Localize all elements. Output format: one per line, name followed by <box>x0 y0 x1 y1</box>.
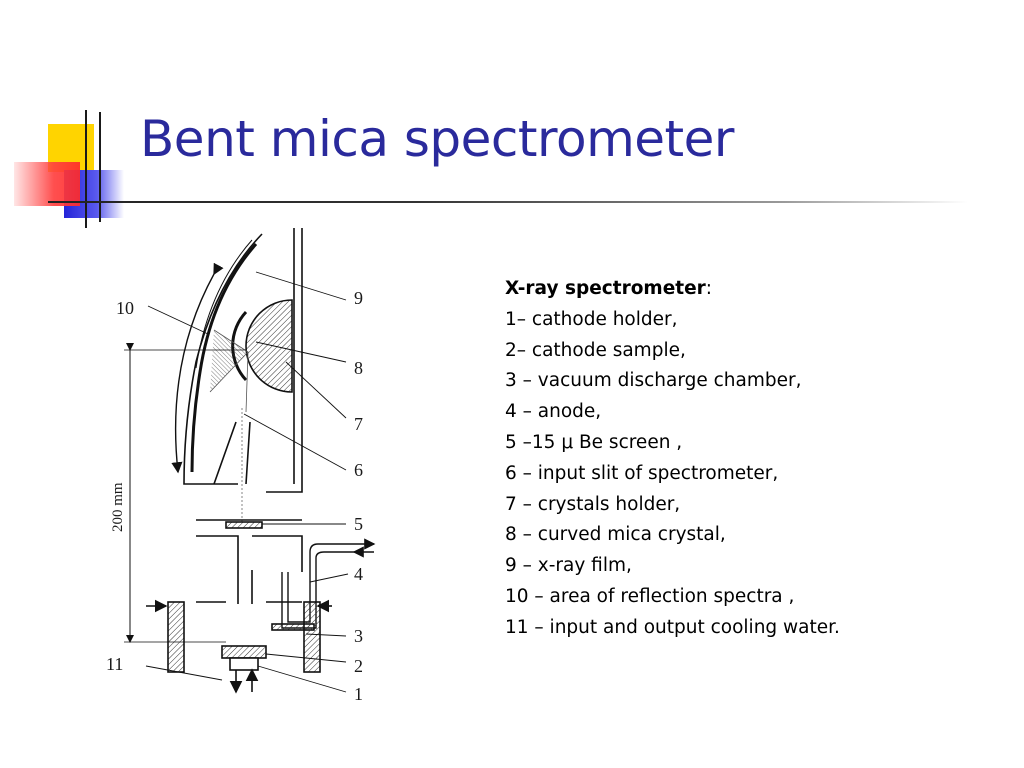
legend-item: 8 – curved mica crystal, <box>505 524 726 546</box>
callout-8: 8 <box>354 358 363 378</box>
callout-11: 11 <box>106 654 123 674</box>
slide-title: Bent mica spectrometer <box>140 110 734 168</box>
callout-4: 4 <box>354 564 363 584</box>
spectrometer-diagram: 9 8 7 6 5 4 3 2 1 10 11 200 mm <box>106 228 376 704</box>
crystal-holder <box>245 299 293 393</box>
callout-1: 1 <box>354 684 363 704</box>
legend-heading-colon: : <box>705 278 712 299</box>
reflection-area-arrow <box>171 262 224 474</box>
legend-item: 3 – vacuum discharge chamber, <box>505 370 802 392</box>
anode <box>287 543 354 623</box>
callout-9: 9 <box>354 288 363 308</box>
callout-7: 7 <box>354 414 363 434</box>
legend-item: 5 –15 μ Be screen , <box>505 431 683 453</box>
legend: X-ray spectrometer: 1– cathode holder, 2… <box>505 274 985 644</box>
leader-lines <box>145 271 349 693</box>
legend-heading: X-ray spectrometer <box>505 278 706 299</box>
callout-10: 10 <box>116 298 134 318</box>
legend-item: 2– cathode sample, <box>505 339 686 361</box>
legend-item: 7 – crystals holder, <box>505 493 681 515</box>
decor-vertical-line-2 <box>99 112 101 222</box>
decor-vertical-line <box>85 110 87 228</box>
callout-3: 3 <box>354 626 363 646</box>
title-underline <box>48 201 968 203</box>
legend-item: 4 – anode, <box>505 401 602 423</box>
cathode-sample <box>221 645 267 659</box>
spectrometer-body <box>124 228 376 694</box>
legend-item: 6 – input slit of spectrometer, <box>505 462 779 484</box>
legend-heading-row: X-ray spectrometer: <box>505 274 985 305</box>
callout-6: 6 <box>354 460 363 480</box>
be-screen <box>225 521 263 529</box>
cathode-holder <box>229 657 259 671</box>
input-slit <box>213 421 251 485</box>
legend-item: 10 – area of reflection spectra , <box>505 585 795 607</box>
callout-5: 5 <box>354 514 363 534</box>
decor-red-square <box>14 162 80 206</box>
scale-label: 200 mm <box>110 482 126 532</box>
callout-2: 2 <box>354 656 363 676</box>
legend-item: 9 – x-ray film, <box>505 555 632 577</box>
legend-item: 1– cathode holder, <box>505 308 678 330</box>
legend-item: 11 – input and output cooling water. <box>505 616 840 638</box>
